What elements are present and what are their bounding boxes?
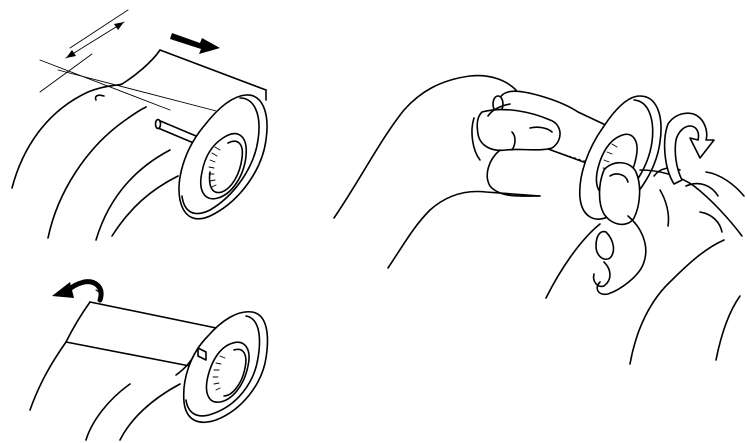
rotate-arrow-icon	[665, 113, 714, 184]
panel-bottom-left	[30, 282, 267, 440]
width-dimension	[40, 10, 228, 114]
spindle	[156, 120, 197, 145]
right-hand	[546, 163, 744, 364]
panel-top-left	[12, 10, 267, 240]
straight-arrow-right-icon	[170, 33, 220, 54]
panel-right	[334, 76, 744, 364]
curved-arrow-left-icon	[52, 282, 101, 300]
spool-flange	[184, 312, 268, 423]
spool-flange	[179, 95, 267, 219]
